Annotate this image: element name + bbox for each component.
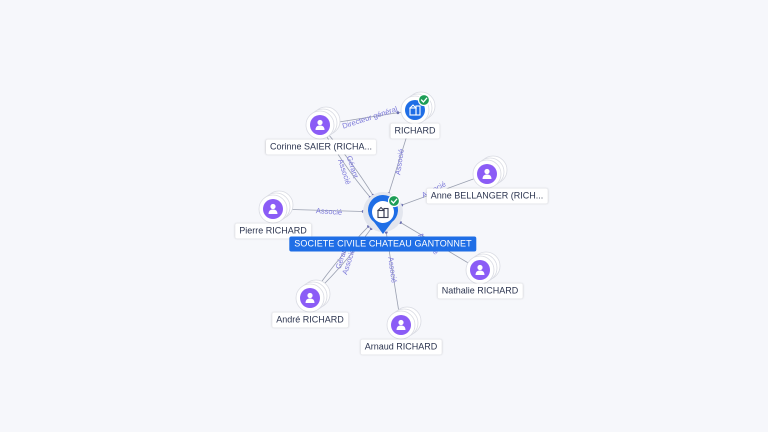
edge-label: Associé [386,256,399,283]
node-label-pierre[interactable]: Pierre RICHARD [235,223,311,239]
edge-label: Associé [316,206,343,217]
person-icon [477,164,497,184]
node-label-arnaud[interactable]: Arnaud RICHARD [360,339,442,355]
verified-check-icon [387,194,401,208]
node-andre[interactable] [295,279,331,313]
node-label-anne[interactable]: Anne BELLANGER (RICH... [426,188,548,204]
node-pierre[interactable] [258,190,294,224]
node-center-company[interactable] [363,192,403,234]
node-anne[interactable] [472,155,508,189]
node-label-corinne[interactable]: Corinne SAIER (RICHA... [265,139,377,155]
person-icon [470,260,490,280]
node-arnaud[interactable] [386,306,422,340]
verified-check-icon [417,93,431,107]
node-richard[interactable] [400,91,436,125]
person-icon [300,288,320,308]
node-corinne[interactable] [305,106,341,140]
person-icon [263,199,283,219]
person-icon [391,315,411,335]
verified-check-mark [420,97,428,103]
node-label-andre[interactable]: André RICHARD [272,312,348,328]
nodes-layer [258,91,508,340]
node-nathalie[interactable] [465,251,501,285]
person-icon [310,115,330,135]
verified-check-mark [390,198,398,204]
building-icon [405,100,425,120]
center-company-label[interactable]: SOCIETE CIVILE CHATEAU GANTONNET [289,236,477,252]
edge-label: Associé [393,148,406,175]
node-label-nathalie[interactable]: Nathalie RICHARD [437,283,523,299]
node-label-richard[interactable]: RICHARD [390,123,440,139]
edge-arrow [396,111,400,115]
building-icon [377,206,389,219]
